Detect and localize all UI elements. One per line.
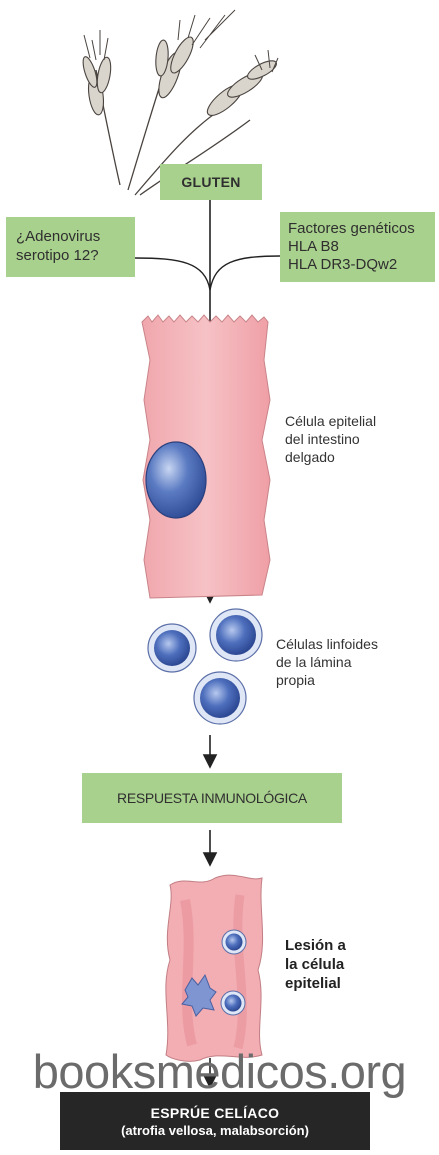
arrow-to-respuesta — [204, 735, 216, 767]
immune-response-box: RESPUESTA INMUNOLÓGICA — [82, 773, 342, 823]
lesion-line2: la célula — [285, 955, 346, 974]
adenovirus-box: ¿Adenovirus serotipo 12? — [6, 217, 135, 277]
converging-lines — [135, 256, 280, 290]
damaged-epithelial-cell — [166, 875, 263, 1061]
adenovirus-line1: ¿Adenovirus — [16, 227, 125, 246]
celiac-sprue-box: ESPRÚE CELÍACO (atrofia vellosa, malabso… — [60, 1092, 370, 1150]
watermark: booksmedicos.org — [0, 1046, 439, 1098]
lymphoid-cells-label: Células linfoides de la lámina propia — [276, 635, 378, 689]
epitelial-line2: del intestino — [285, 430, 376, 448]
epithelial-cell — [142, 315, 270, 598]
lesion-line1: Lesión a — [285, 936, 346, 955]
lesion-line3: epitelial — [285, 974, 346, 993]
final-title: ESPRÚE CELÍACO — [151, 1105, 280, 1121]
factores-line2: HLA B8 — [288, 238, 427, 256]
lymphoid-cells — [148, 609, 262, 724]
epitelial-line3: delgado — [285, 448, 376, 466]
arrow-to-lesion — [204, 830, 216, 865]
adenovirus-line2: serotipo 12? — [16, 246, 125, 265]
gluten-box: GLUTEN — [160, 164, 262, 200]
nucleus-icon — [146, 442, 206, 518]
epitelial-line1: Célula epitelial — [285, 412, 376, 430]
linfoides-line2: de la lámina — [276, 653, 378, 671]
lesion-label: Lesión a la célula epitelial — [285, 936, 346, 993]
epithelial-cell-label: Célula epitelial del intestino delgado — [285, 412, 376, 466]
factores-line3: HLA DR3-DQw2 — [288, 256, 427, 274]
linfoides-line3: propia — [276, 671, 378, 689]
factores-line1: Factores genéticos — [288, 220, 427, 238]
genetic-factors-box: Factores genéticos HLA B8 HLA DR3-DQw2 — [280, 212, 435, 282]
linfoides-line1: Células linfoides — [276, 635, 378, 653]
final-subtitle: (atrofia vellosa, malabsorción) — [121, 1123, 309, 1138]
